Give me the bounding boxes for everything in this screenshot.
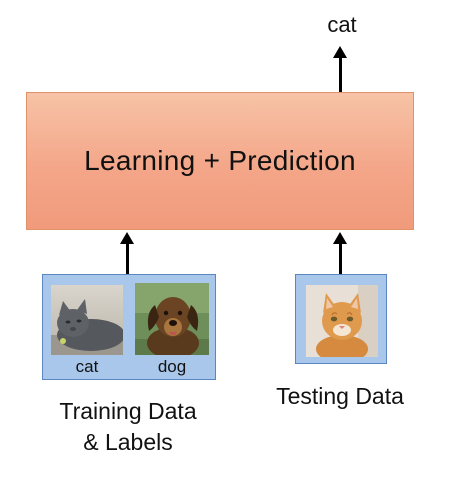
testing-arrow-head bbox=[333, 232, 347, 244]
training-arrow-head bbox=[120, 232, 134, 244]
cat-photo bbox=[51, 285, 123, 355]
training-data-label-line2: & Labels bbox=[83, 429, 173, 455]
testing-arrow-shaft bbox=[338, 242, 342, 274]
training-data-label-line1: Training Data bbox=[59, 398, 197, 424]
training-data-panel: cat dog bbox=[42, 274, 216, 380]
dog-caption: dog bbox=[157, 357, 187, 376]
testing-data-label: Testing Data bbox=[276, 383, 404, 409]
orange-cat-image bbox=[306, 285, 378, 357]
dog-photo bbox=[135, 283, 209, 355]
training-data-label: Training Data & Labels bbox=[28, 396, 228, 458]
output-label: cat bbox=[327, 12, 357, 37]
output-arrow-shaft bbox=[338, 56, 342, 92]
testing-data-panel bbox=[295, 274, 387, 364]
test-cat-photo bbox=[306, 285, 378, 357]
output-arrow-head bbox=[333, 46, 347, 58]
learning-prediction-box: Learning + Prediction bbox=[26, 92, 414, 230]
cat-caption: cat bbox=[75, 357, 99, 376]
training-arrow-shaft bbox=[125, 242, 129, 274]
gray-cat-image bbox=[51, 285, 123, 355]
dog-image bbox=[135, 283, 209, 355]
learning-prediction-label: Learning + Prediction bbox=[84, 145, 356, 176]
